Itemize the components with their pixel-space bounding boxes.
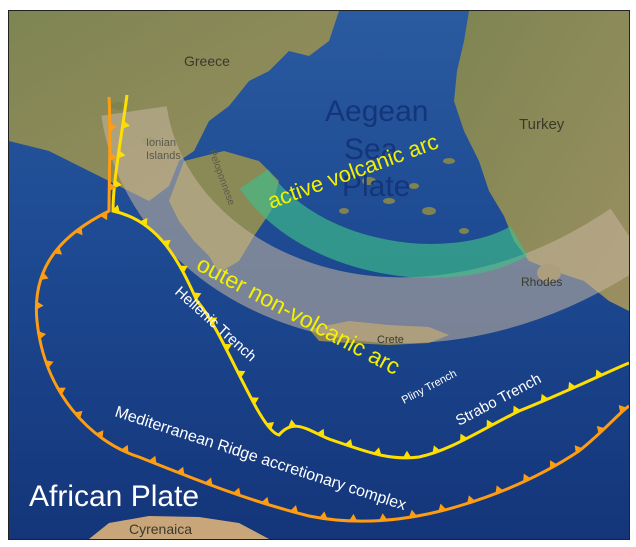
hellenic-trench-line xyxy=(111,94,629,460)
hellenic-trench-teeth xyxy=(111,120,604,458)
trench-barb xyxy=(349,513,358,522)
trench-barb xyxy=(290,505,299,514)
trench-barb xyxy=(316,428,325,438)
trench-barb xyxy=(379,513,388,521)
ionian-label-line1: Ionian xyxy=(146,137,176,149)
trench-barb xyxy=(139,217,148,227)
plate-label-line3: Plate xyxy=(342,170,410,203)
map-canvas: Greece Turkey Aegean Sea Plate Ionian Is… xyxy=(9,11,629,539)
trench-barb xyxy=(495,485,504,494)
trench-barb xyxy=(596,425,605,435)
trench-barb xyxy=(402,450,412,458)
trench-barb xyxy=(109,182,117,192)
trench-barb xyxy=(74,410,83,419)
trench-barb xyxy=(95,430,104,439)
cyrenaica-label: Cyrenaica xyxy=(129,521,192,537)
trench-barb xyxy=(467,495,476,504)
trench-barb xyxy=(574,445,583,454)
mediterranean-ridge-line xyxy=(34,96,629,523)
trench-barb xyxy=(261,496,270,505)
trench-barb xyxy=(45,360,54,369)
tectonic-map: Greece Turkey Aegean Sea Plate Ionian Is… xyxy=(8,10,630,540)
turkey-label: Turkey xyxy=(519,116,565,133)
trench-barb xyxy=(460,433,468,442)
ionian-label-line2: Islands xyxy=(146,150,181,162)
ridge-teeth xyxy=(36,122,627,522)
trench-barb xyxy=(232,487,241,496)
trench-barb xyxy=(204,477,213,486)
trench-barb xyxy=(162,239,171,248)
trench-barb xyxy=(223,343,232,352)
plate-label-line1: Aegean xyxy=(325,95,428,128)
trench-barb xyxy=(344,438,353,448)
trench-barb xyxy=(540,393,549,403)
trench-barb xyxy=(38,331,47,340)
greece-landmass xyxy=(9,11,339,201)
trench-barb xyxy=(568,381,576,391)
plate-label-line2: Sea xyxy=(344,133,398,166)
trench-barb xyxy=(265,421,275,430)
trench-barb xyxy=(122,120,130,129)
trench-barb xyxy=(250,397,259,405)
african-plate-label: African Plate xyxy=(29,480,199,513)
trench-barb xyxy=(176,466,185,476)
trench-barb xyxy=(114,179,122,189)
trench-barb xyxy=(111,204,121,213)
crete-label: Crete xyxy=(377,334,404,346)
trench-barb xyxy=(523,473,531,482)
rhodes-label: Rhodes xyxy=(521,275,562,289)
trench-barb xyxy=(36,301,44,310)
trench-barb xyxy=(486,419,495,428)
greece-label: Greece xyxy=(184,53,230,69)
trench-barb xyxy=(595,369,604,378)
trench-barb xyxy=(432,445,441,454)
trench-barb xyxy=(408,509,418,518)
trench-barb xyxy=(209,317,218,325)
trench-barb xyxy=(179,265,188,273)
trench-barb xyxy=(373,447,382,456)
trench-barb xyxy=(549,460,558,469)
trench-barb xyxy=(148,455,157,465)
trench-barb xyxy=(288,419,297,428)
trench-barb xyxy=(319,511,328,520)
trench-barb xyxy=(438,503,447,512)
cyrenaica-landmass xyxy=(89,516,269,539)
trench-barb xyxy=(99,211,108,221)
trench-barb xyxy=(513,405,521,414)
outer-arc-band xyxy=(101,105,629,344)
trench-barb xyxy=(237,370,246,379)
trench-barb xyxy=(40,272,49,281)
trench-barb xyxy=(57,387,66,395)
active-arc-band xyxy=(239,168,528,278)
trench-barb xyxy=(109,122,118,132)
trench-barb xyxy=(120,444,129,454)
trench-barb xyxy=(53,246,63,255)
trench-barb xyxy=(109,152,117,162)
trench-barb xyxy=(618,405,627,414)
trench-barb xyxy=(193,292,202,301)
trench-barb xyxy=(74,227,83,236)
trench-barb xyxy=(117,150,126,159)
